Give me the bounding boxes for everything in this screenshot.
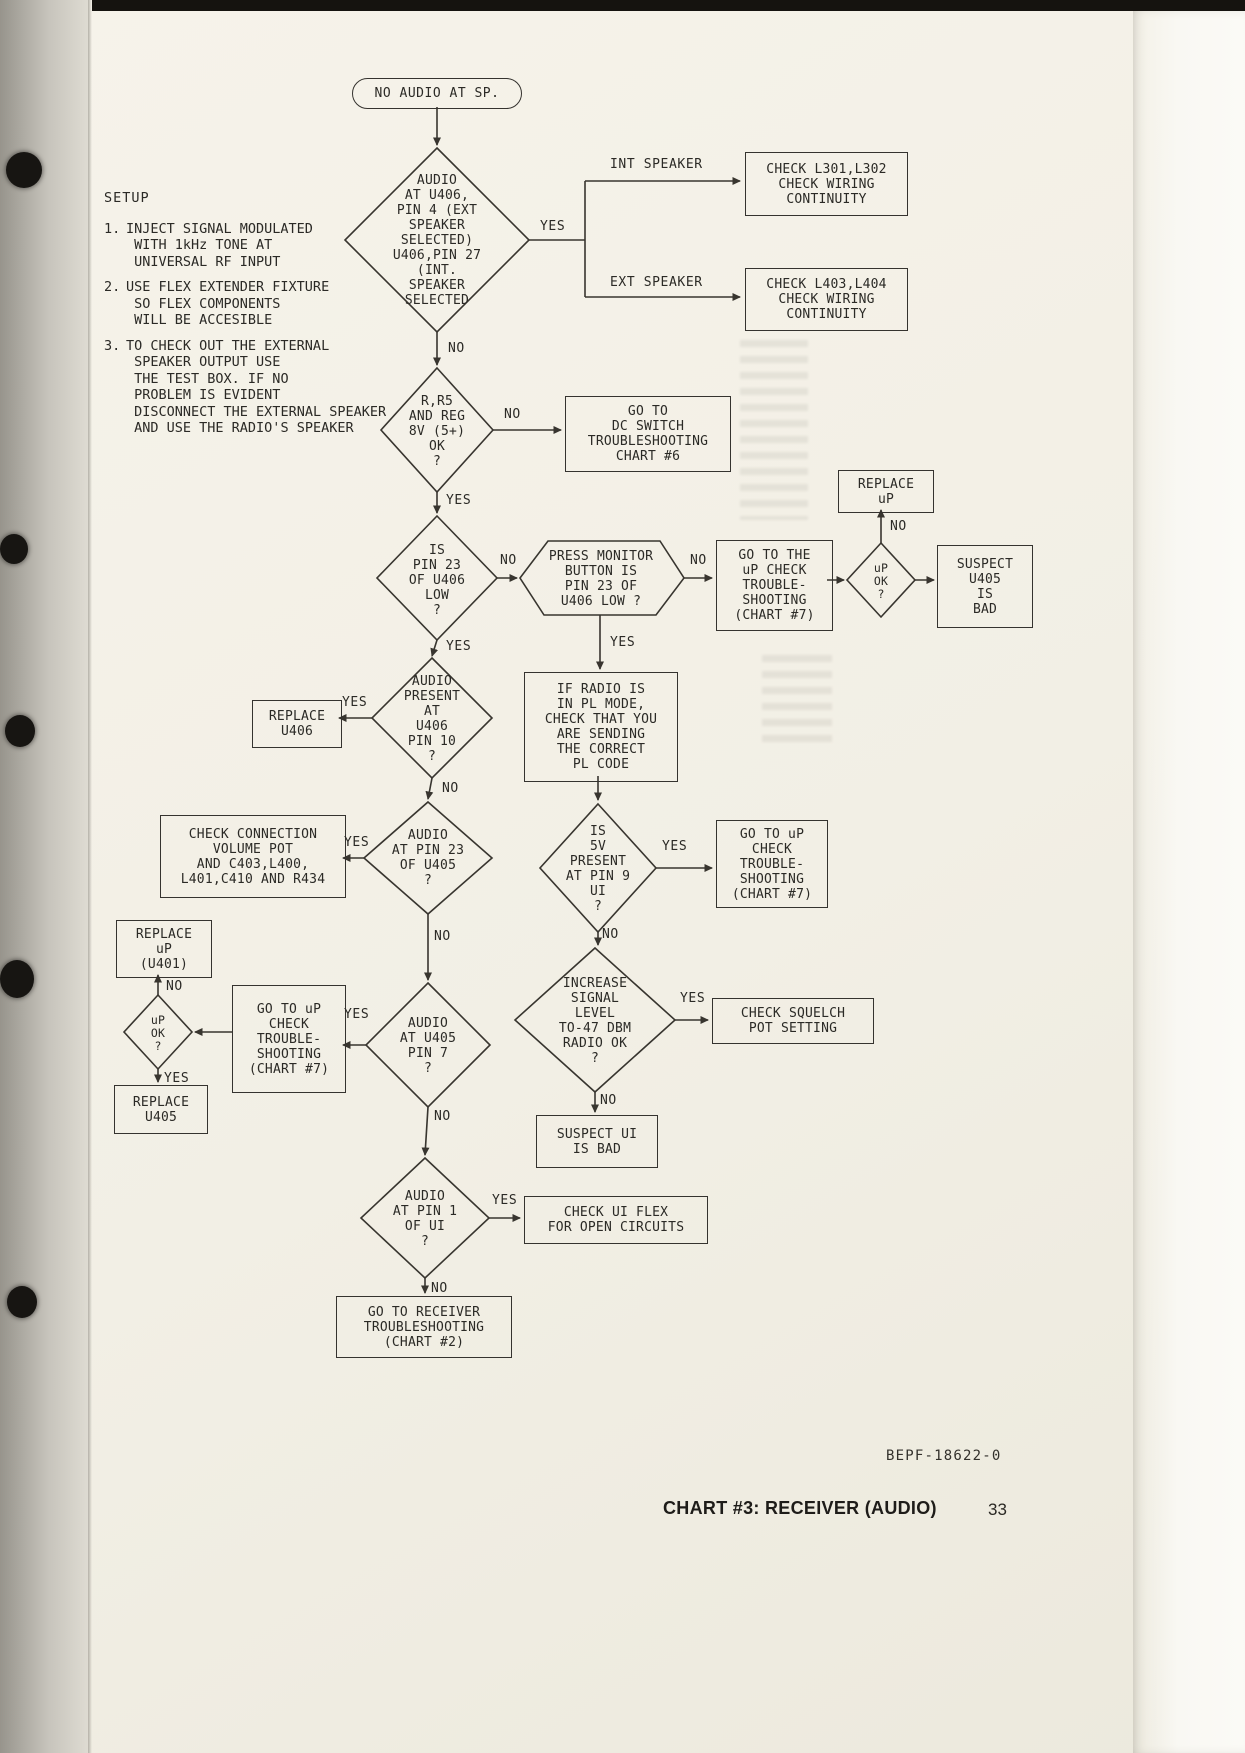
edge-label-yes: YES bbox=[344, 1007, 370, 1022]
setup-item-number: 2. bbox=[104, 279, 121, 295]
edge-label-no: NO bbox=[500, 553, 517, 568]
chart-title: CHART #3: RECEIVER (AUDIO) bbox=[663, 1498, 937, 1518]
process-check-l403-l404: CHECK L403,L404 CHECK WIRING CONTINUITY bbox=[745, 268, 908, 331]
setup-title: SETUP bbox=[104, 190, 150, 206]
scan-top-edge bbox=[92, 0, 1245, 11]
decision-up-ok-2: uP OK ? bbox=[150, 1012, 166, 1053]
edge-label-yes: YES bbox=[680, 991, 706, 1006]
setup-item-text: USE FLEX EXTENDER FIXTURE SO FLEX COMPON… bbox=[126, 279, 330, 328]
binder-hole bbox=[6, 152, 42, 188]
paper-right-edge bbox=[1133, 11, 1245, 1753]
process-check-squelch: CHECK SQUELCH POT SETTING bbox=[712, 998, 874, 1044]
binder-hole bbox=[7, 1286, 37, 1318]
process-up-check-chart7-b: GO TO uP CHECK TROUBLE- SHOOTING (CHART … bbox=[716, 820, 828, 908]
process-replace-up-u401: REPLACE uP (U401) bbox=[116, 920, 212, 978]
start-terminal: NO AUDIO AT SP. bbox=[352, 78, 522, 109]
setup-item: 2. USE FLEX EXTENDER FIXTURE SO FLEX COM… bbox=[104, 279, 434, 329]
decision-outline-up-ok-1 bbox=[845, 541, 917, 619]
process-receiver-chart2: GO TO RECEIVER TROUBLESHOOTING (CHART #2… bbox=[336, 1296, 512, 1358]
edge-label-no: NO bbox=[600, 1093, 617, 1108]
decision-increase-signal: INCREASE SIGNAL LEVEL TO-47 DBM RADIO OK… bbox=[558, 976, 632, 1066]
bleed-through-artifact bbox=[762, 655, 832, 745]
process-pl-mode-check: IF RADIO IS IN PL MODE, CHECK THAT YOU A… bbox=[524, 672, 678, 782]
binder-hole bbox=[0, 960, 34, 998]
edge-label-int-speaker: INT SPEAKER bbox=[610, 157, 703, 172]
process-up-check-chart7-c: GO TO uP CHECK TROUBLE- SHOOTING (CHART … bbox=[232, 985, 346, 1093]
process-check-connection: CHECK CONNECTION VOLUME POT AND C403,L40… bbox=[160, 815, 346, 898]
edge-label-yes: YES bbox=[344, 835, 370, 850]
edge-label-yes: YES bbox=[446, 493, 472, 508]
edge-label-yes: YES bbox=[342, 695, 368, 710]
process-replace-u405: REPLACE U405 bbox=[114, 1085, 208, 1134]
decision-audio-u405-pin7: AUDIO AT U405 PIN 7 ? bbox=[399, 1016, 457, 1076]
setup-item-number: 3. bbox=[104, 337, 121, 354]
edge-label-no: NO bbox=[690, 553, 707, 568]
decision-up-ok-1: uP OK ? bbox=[873, 560, 889, 601]
edge-label-no: NO bbox=[434, 1109, 451, 1124]
edge-label-yes: YES bbox=[540, 219, 566, 234]
edge-label-no: NO bbox=[166, 979, 183, 994]
edge-label-no: NO bbox=[448, 341, 465, 356]
edge-label-no: NO bbox=[504, 407, 521, 422]
edge-label-yes: YES bbox=[610, 635, 636, 650]
setup-item-number: 1. bbox=[104, 220, 121, 237]
scan-left-margin bbox=[0, 0, 88, 1753]
process-check-l301-l302: CHECK L301,L302 CHECK WIRING CONTINUITY bbox=[745, 152, 908, 216]
setup-notes: SETUP 1. INJECT SIGNAL MODULATED WITH 1k… bbox=[104, 190, 434, 446]
edge-label-no: NO bbox=[434, 929, 451, 944]
edge-label-no: NO bbox=[890, 519, 907, 534]
setup-item-text: INJECT SIGNAL MODULATED WITH 1kHz TONE A… bbox=[126, 220, 313, 270]
setup-item: 1. INJECT SIGNAL MODULATED WITH 1kHz TON… bbox=[104, 221, 434, 271]
edge-label-yes: YES bbox=[446, 639, 472, 654]
document-reference: BEPF-18622-0 bbox=[886, 1448, 1002, 1464]
edge-label-yes: YES bbox=[662, 839, 688, 854]
page-number: 33 bbox=[988, 1500, 1007, 1519]
decision-audio-pin10: AUDIO PRESENT AT U406 PIN 10 ? bbox=[403, 674, 461, 764]
process-dc-switch-chart6: GO TO DC SWITCH TROUBLESHOOTING CHART #6 bbox=[565, 396, 731, 472]
decision-press-monitor: PRESS MONITOR BUTTON IS PIN 23 OF U406 L… bbox=[548, 549, 654, 609]
process-suspect-ui: SUSPECT UI IS BAD bbox=[536, 1115, 658, 1168]
process-check-ui-flex: CHECK UI FLEX FOR OPEN CIRCUITS bbox=[524, 1196, 708, 1244]
binder-hole bbox=[0, 534, 28, 564]
process-replace-u406: REPLACE U406 bbox=[252, 700, 342, 748]
edge-label-no: NO bbox=[431, 1281, 448, 1296]
edge-label-yes: YES bbox=[492, 1193, 518, 1208]
binder-hole bbox=[5, 715, 35, 747]
edge-label-no: NO bbox=[602, 927, 619, 942]
decision-5v-pin9: IS 5V PRESENT AT PIN 9 UI ? bbox=[565, 824, 631, 914]
decision-reg-8v: R,R5 AND REG 8V (5+) OK ? bbox=[408, 393, 466, 469]
setup-item-text: TO CHECK OUT THE EXTERNAL SPEAKER OUTPUT… bbox=[126, 337, 387, 437]
decision-audio-pin23-u405: AUDIO AT PIN 23 OF U405 ? bbox=[391, 828, 465, 888]
paper-left-edge bbox=[88, 0, 92, 1753]
decision-pin23-low: IS PIN 23 OF U406 LOW ? bbox=[408, 542, 466, 618]
edge-label-no: NO bbox=[442, 781, 459, 796]
decision-audio-pin1-ui: AUDIO AT PIN 1 OF UI ? bbox=[392, 1189, 458, 1249]
decision-audio-u406: AUDIO AT U406, PIN 4 (EXT SPEAKER SELECT… bbox=[392, 172, 482, 308]
bleed-through-artifact bbox=[740, 340, 808, 520]
process-up-check-chart7-a: GO TO THE uP CHECK TROUBLE- SHOOTING (CH… bbox=[716, 540, 833, 631]
setup-item: 3. TO CHECK OUT THE EXTERNAL SPEAKER OUT… bbox=[104, 338, 434, 437]
edge-label-ext-speaker: EXT SPEAKER bbox=[610, 275, 703, 290]
process-suspect-u405: SUSPECT U405 IS BAD bbox=[937, 545, 1033, 628]
edge-label-yes: YES bbox=[164, 1071, 190, 1086]
process-replace-up: REPLACE uP bbox=[838, 470, 934, 513]
